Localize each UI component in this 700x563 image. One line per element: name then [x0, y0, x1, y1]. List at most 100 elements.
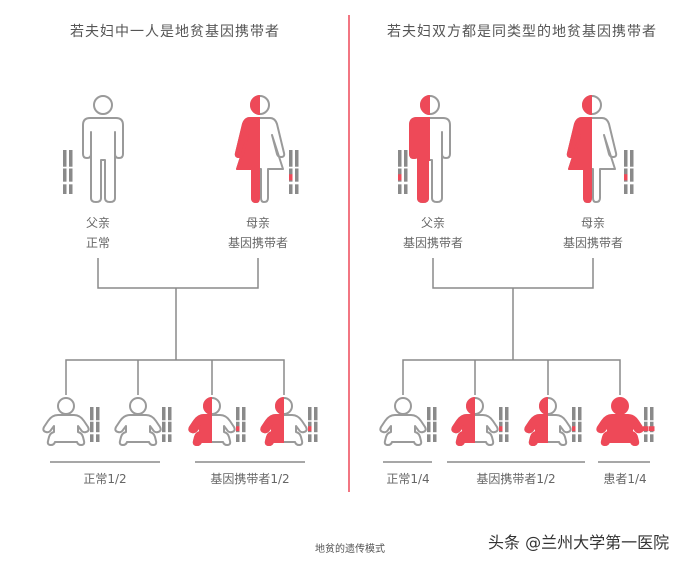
right-mother-chromosomes: [624, 150, 634, 194]
chromosome-segment: [650, 407, 654, 421]
chromosome-segment: [90, 421, 94, 433]
chromosome-segment: [630, 168, 634, 182]
left-child-figure-1: [42, 397, 90, 446]
chromosome-segment: [242, 421, 246, 433]
left-child-figure-3: [188, 397, 236, 446]
chromosome-segment: [314, 434, 318, 442]
chromosome-segment: [398, 150, 402, 167]
chromosome-segment: [314, 421, 318, 433]
chromosome-segment: [63, 150, 67, 167]
chromosome-segment: [404, 150, 408, 167]
right-child-figure-4: [596, 397, 644, 446]
chromosome-segment: [499, 434, 503, 442]
chromosome-segment: [644, 434, 648, 442]
left-tree: [65, 258, 285, 395]
right-child-chromosomes-2: [499, 407, 509, 442]
right-father-relation: 父亲: [420, 216, 446, 230]
mutation-mark: [649, 426, 655, 432]
chromosome-segment: [578, 421, 582, 433]
chromosome-segment: [162, 421, 166, 433]
left-mother-chromosomes: [289, 150, 299, 194]
right-mother-status: 基因携带者: [562, 236, 624, 250]
chromosome-segment: [505, 407, 509, 421]
chromosome-segment: [427, 434, 431, 442]
diagram-caption: 地贫的遗传模式: [315, 544, 385, 555]
chromosome-segment: [624, 150, 628, 167]
chromosome-segment: [433, 407, 437, 421]
chromosome-segment: [162, 407, 166, 421]
chromosome-segment: [644, 407, 648, 421]
chromosome-segment: [499, 407, 503, 421]
chromosome-segment: [168, 421, 172, 433]
chromosome-segment: [505, 421, 509, 433]
right-group-carrier-label: 基因携带者1/2: [476, 472, 556, 486]
chromosome-segment: [236, 434, 240, 442]
chromosome-segment: [427, 407, 431, 421]
chromosome-segment: [90, 434, 94, 442]
right-mother-figure: [566, 95, 618, 203]
left-child-figure-4: [260, 397, 308, 446]
chromosome-segment: [289, 184, 293, 194]
chromosome-segment: [398, 184, 402, 194]
chromosome-segment: [168, 407, 172, 421]
chromosome-segment: [63, 184, 67, 194]
mutation-mark: [398, 174, 402, 181]
left-child-chromosomes-1: [90, 407, 100, 442]
chromosome-segment: [295, 168, 299, 182]
right-child-figure-1: [379, 397, 427, 446]
chromosome-segment: [630, 150, 634, 167]
family-tree-lines: [50, 258, 650, 463]
left-father-chromosomes: [63, 150, 73, 194]
left-mother-figure: [234, 95, 286, 203]
mutation-mark: [572, 426, 576, 432]
chromosome-segment: [404, 184, 408, 194]
chromosome-segment: [505, 434, 509, 442]
right-panel-title: 若夫妇双方都是同类型的地贫基因携带者: [387, 24, 657, 40]
chromosome-segment: [578, 407, 582, 421]
right-group-affected-label: 患者1/4: [603, 472, 647, 486]
chromosome-segment: [236, 407, 240, 421]
left-mother-relation: 母亲: [245, 216, 271, 230]
mutation-mark: [289, 174, 293, 181]
left-child-chromosomes-3: [236, 407, 246, 442]
chromosome-segment: [433, 434, 437, 442]
left-panel-title: 若夫妇中一人是地贫基因携带者: [70, 24, 280, 40]
chromosome-segment: [162, 434, 166, 442]
left-mother-status: 基因携带者: [227, 236, 289, 250]
right-child-chromosomes-4: [643, 407, 655, 442]
left-father-relation: 父亲: [85, 216, 111, 230]
right-mother-relation: 母亲: [580, 216, 606, 230]
right-child-figure-2: [451, 397, 499, 446]
right-father-chromosomes: [398, 150, 408, 194]
chromosome-segment: [404, 168, 408, 182]
chromosome-segment: [242, 407, 246, 421]
chromosome-segment: [427, 421, 431, 433]
chromosome-segment: [289, 150, 293, 167]
right-father-figure: [409, 95, 451, 203]
chromosome-segment: [650, 434, 654, 442]
chromosome-segment: [63, 168, 67, 182]
chromosome-segment: [308, 434, 312, 442]
right-tree: [402, 258, 621, 395]
chromosome-segment: [314, 407, 318, 421]
left-child-chromosomes-2: [162, 407, 172, 442]
chromosome-segment: [295, 184, 299, 194]
left-group-carrier-label: 基因携带者1/2: [210, 472, 290, 486]
watermark: 头条 @兰州大学第一医院: [488, 533, 670, 552]
left-child-chromosomes-4: [308, 407, 318, 442]
mutation-mark: [643, 426, 649, 432]
chromosome-segment: [624, 184, 628, 194]
mutation-mark: [236, 426, 240, 432]
right-child-chromosomes-1: [427, 407, 437, 442]
right-child-chromosomes-3: [572, 407, 582, 442]
chromosome-segment: [578, 434, 582, 442]
right-child-figure-3: [524, 397, 572, 446]
chromosome-segment: [572, 407, 576, 421]
chromosome-segment: [295, 150, 299, 167]
chromosome-segment: [69, 150, 73, 167]
chromosome-segment: [69, 184, 73, 194]
right-group-normal-label: 正常1/4: [386, 472, 430, 486]
chromosome-segment: [630, 184, 634, 194]
right-father-status: 基因携带者: [402, 236, 464, 250]
